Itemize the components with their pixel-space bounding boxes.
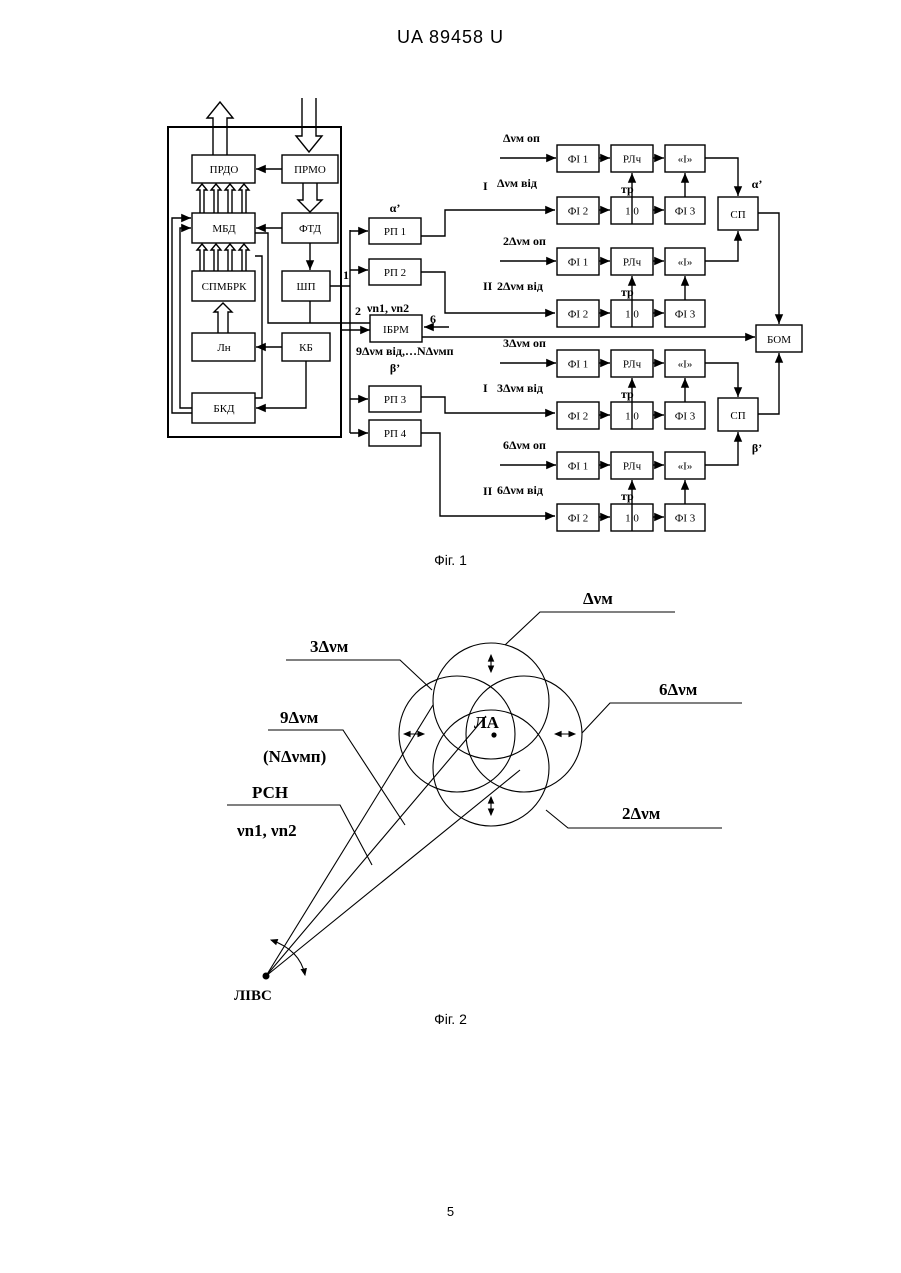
- page-number: 5: [0, 1204, 901, 1219]
- la-label: ЛА: [474, 713, 500, 732]
- figure-2-caption: Фіг. 2: [0, 1011, 901, 1027]
- three-dnu-label: 3Δνм: [310, 637, 349, 656]
- livs-label: ЛІВС: [234, 988, 272, 1004]
- rsn-label: РСН: [252, 783, 288, 802]
- la-point: [491, 732, 496, 737]
- n-dnu-label: (NΔνмп): [263, 747, 326, 766]
- six-dnu-label: 6Δνм: [659, 680, 698, 699]
- nine-dnu-label: 9Δνм: [280, 708, 319, 727]
- dnu-m-label: Δνм: [583, 589, 613, 608]
- two-dnu-label: 2Δνм: [622, 804, 661, 823]
- nu-n-label-fig2: νn1, νn2: [236, 821, 297, 840]
- livs-point: [263, 973, 270, 980]
